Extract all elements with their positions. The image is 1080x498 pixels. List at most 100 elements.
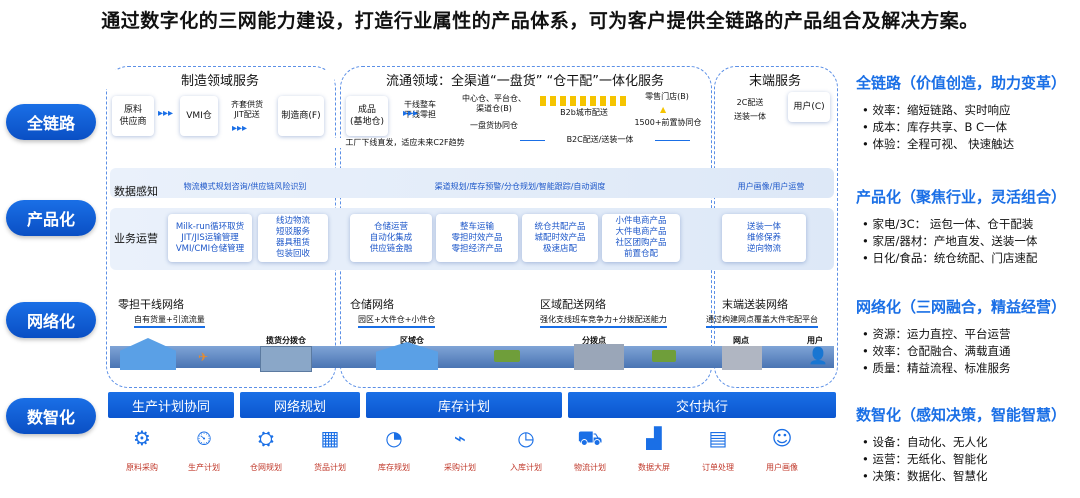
hub-warehouse-icon <box>260 346 312 372</box>
up-arrow-icon: ▲ <box>660 105 667 114</box>
network-sub-regional: 强化支线班车竞争力+分拨配送能力 <box>540 314 667 328</box>
icon-label-data-screen: 数据大屏 <box>638 463 670 472</box>
label-end-user: 用户 <box>807 336 823 345</box>
right-item: 家居/器材：产地直发、送装一体 <box>862 233 1037 250</box>
clock-icon: ◷ <box>517 426 535 450</box>
outlet-icon <box>722 346 762 370</box>
truck-icon <box>652 350 676 362</box>
ops-box-transport: 整车运输 零担时效产品 零担经济产品 <box>436 214 518 262</box>
truck-icon <box>494 350 520 362</box>
network-title-trunk: 零担干线网络 <box>118 298 184 311</box>
label-install: 送装一体 <box>734 112 766 121</box>
arrow-icon: ▸▸▸ <box>232 123 248 134</box>
distribution-center-icon <box>574 344 624 370</box>
label-regional-warehouse: 区域仓 <box>400 336 424 345</box>
right-item: 设备：自动化、无人化 <box>862 434 987 451</box>
node-raw-supplier: 原料 供应商 <box>112 96 154 136</box>
document-icon: ▤ <box>708 426 728 450</box>
icon-label-inbound-plan: 入库计划 <box>510 463 542 472</box>
circulation-title: 流通领域：全渠道“一盘货” “仓干配”一体化服务 <box>385 74 665 89</box>
label-c2f: 工厂下线直发，适应未来C2F趋势 <box>330 138 480 148</box>
node-finished-goods: 成品 (基地仓) <box>346 96 388 136</box>
ops-box-city-delivery: 统仓共配产品 城配时效产品 极速店配 <box>522 214 598 262</box>
right-title-productization: 产品化（聚焦行业，灵活组合） <box>856 188 1067 206</box>
pill-full-chain: 全链路 <box>6 104 96 140</box>
node-user: 用户(C) <box>788 92 830 122</box>
pie-chart-icon: ◔ <box>385 426 403 450</box>
node-manufacturer: 制造商(F) <box>278 96 324 136</box>
pill-digital-intelligence: 数智化 <box>6 398 96 434</box>
network-sub-trunk: 自有货量+引流流量 <box>134 314 205 328</box>
user-profile-icon: ☺ <box>771 426 793 450</box>
right-item: 质量：精益流程、标准服务 <box>862 360 1010 377</box>
right-item: 决策：数据化、智慧化 <box>862 468 987 485</box>
person-icon: 👤 <box>808 346 828 365</box>
icon-label-network-plan: 仓网规划 <box>250 463 282 472</box>
right-item: 日化/食品：统仓统配、门店速配 <box>862 250 1037 267</box>
label-2c-delivery: 2C配送 <box>736 98 764 107</box>
label-hub: 揽货分拨仓 <box>266 336 306 345</box>
label-jit: 齐套供货 JIT配送 <box>231 100 263 119</box>
ops-box-install: 送装一体 维修保养 逆向物流 <box>722 214 806 262</box>
node-vmi-warehouse: VMI仓 <box>180 96 218 136</box>
label-distribution-point: 分拨点 <box>582 336 606 345</box>
network-sub-warehouse: 园区+大件仓+小件仓 <box>358 314 436 328</box>
right-item: 家电/3C： 运包一体、仓干配装 <box>862 216 1037 233</box>
label-b2c: B2C配送/送装一体 <box>545 135 655 145</box>
bar-network-planning: 网络规划 <box>240 392 360 418</box>
raw-material-icon: ⚙ <box>133 426 151 450</box>
pill-networking: 网络化 <box>6 302 96 338</box>
icon-label-order-processing: 订单处理 <box>702 463 734 472</box>
arrow-icon: ▸▸▸ <box>158 108 174 119</box>
arrow-icon: ▸▸▸ <box>403 108 419 119</box>
perception-item-3: 用户画像/用户运营 <box>737 182 805 191</box>
label-b2b-delivery: B2b城市配送 <box>560 108 608 117</box>
bar-delivery-execution: 交付执行 <box>568 392 836 418</box>
label-center-warehouse: 中心仓、平台仓、 渠道仓(B) <box>462 94 526 113</box>
label-front-warehouse: 1500+前置协同仓 <box>634 118 702 127</box>
scanner-icon: ⌁ <box>453 426 467 450</box>
label-outlet: 网点 <box>733 336 749 345</box>
process-icon-row: ⚙ 原料采购 ⏲ 生产计划 ⛭ 仓网规划 ▦ 货品计划 ◔ 库存规划 ⌁ 采购计… <box>112 426 836 496</box>
network-title-terminal: 末端送装网络 <box>722 298 788 311</box>
network-title-regional: 区域配送网络 <box>540 298 606 311</box>
pill-productization: 产品化 <box>6 200 96 236</box>
delivery-truck-icon: ⛟ <box>577 426 603 450</box>
label-trunk: 干线整车 干线零担 <box>404 100 436 119</box>
ops-box-milkrun: Milk-run循环取货 JIT/JIS运输管理 VMI/CMI仓储管理 <box>168 214 252 262</box>
bar-production-planning: 生产计划协同 <box>108 392 234 418</box>
operations-label: 业务运营 <box>114 232 158 245</box>
right-item: 成本：库存共享、B C一体 <box>862 119 1014 136</box>
right-item: 体验：全程可视、 快速触达 <box>862 136 1014 153</box>
dashboard-icon: ▟ <box>646 426 662 450</box>
qr-code-icon: ▦ <box>320 426 340 450</box>
label-retail-store: 零售门店(B) <box>645 92 689 101</box>
network-title-warehouse: 仓储网络 <box>350 298 394 311</box>
bar-inventory-planning: 库存计划 <box>366 392 562 418</box>
perception-band <box>110 168 834 198</box>
right-item: 效率：仓配融合、满载直通 <box>862 343 1010 360</box>
right-title-full-chain: 全链路（价值创造，助力变革） <box>856 74 1067 92</box>
map-icon: ⛭ <box>258 426 274 450</box>
right-item: 效率：缩短链路、实时响应 <box>862 102 1014 119</box>
icon-label-production-plan: 生产计划 <box>188 463 220 472</box>
right-list-full-chain: 效率：缩短链路、实时响应 成本：库存共享、B C一体 体验：全程可视、 快速触达 <box>862 102 1014 153</box>
headline: 通过数字化的三网能力建设，打造行业属性的产品体系，可为客户提供全链路的产品组合及… <box>101 10 979 32</box>
right-list-networking: 资源：运力直控、平台运营 效率：仓配融合、满载直通 质量：精益流程、标准服务 <box>862 326 1010 377</box>
ops-box-warehouse: 仓储运营 自动化集成 供应链金融 <box>350 214 432 262</box>
icon-label-goods-plan: 货品计划 <box>314 463 346 472</box>
icon-label-inventory-plan: 库存规划 <box>378 463 410 472</box>
label-one-stock: 一盘货协同仓 <box>470 121 518 130</box>
yellow-arrow-track <box>540 96 628 106</box>
right-list-digital: 设备：自动化、无人化 运营：无纸化、智能化 决策：数据化、智慧化 <box>862 434 987 485</box>
manufacturing-title: 制造领域服务 <box>106 70 334 89</box>
terminal-title: 末端服务 <box>748 74 801 89</box>
plane-icon: ✈ <box>198 350 209 364</box>
production-plan-icon: ⏲ <box>196 426 212 450</box>
right-item: 运营：无纸化、智能化 <box>862 451 987 468</box>
right-title-digital: 数智化（感知决策，智能智慧） <box>856 406 1067 424</box>
perception-label: 数据感知 <box>114 185 158 198</box>
ops-box-ecommerce: 小件电商产品 大件电商产品 社区团购产品 前置仓配 <box>602 214 680 262</box>
perception-item-2: 渠道规划/库存预警/分仓规划/智能跟踪/自动调度 <box>434 182 606 191</box>
right-title-networking: 网络化（三网融合，精益经营） <box>856 298 1067 316</box>
